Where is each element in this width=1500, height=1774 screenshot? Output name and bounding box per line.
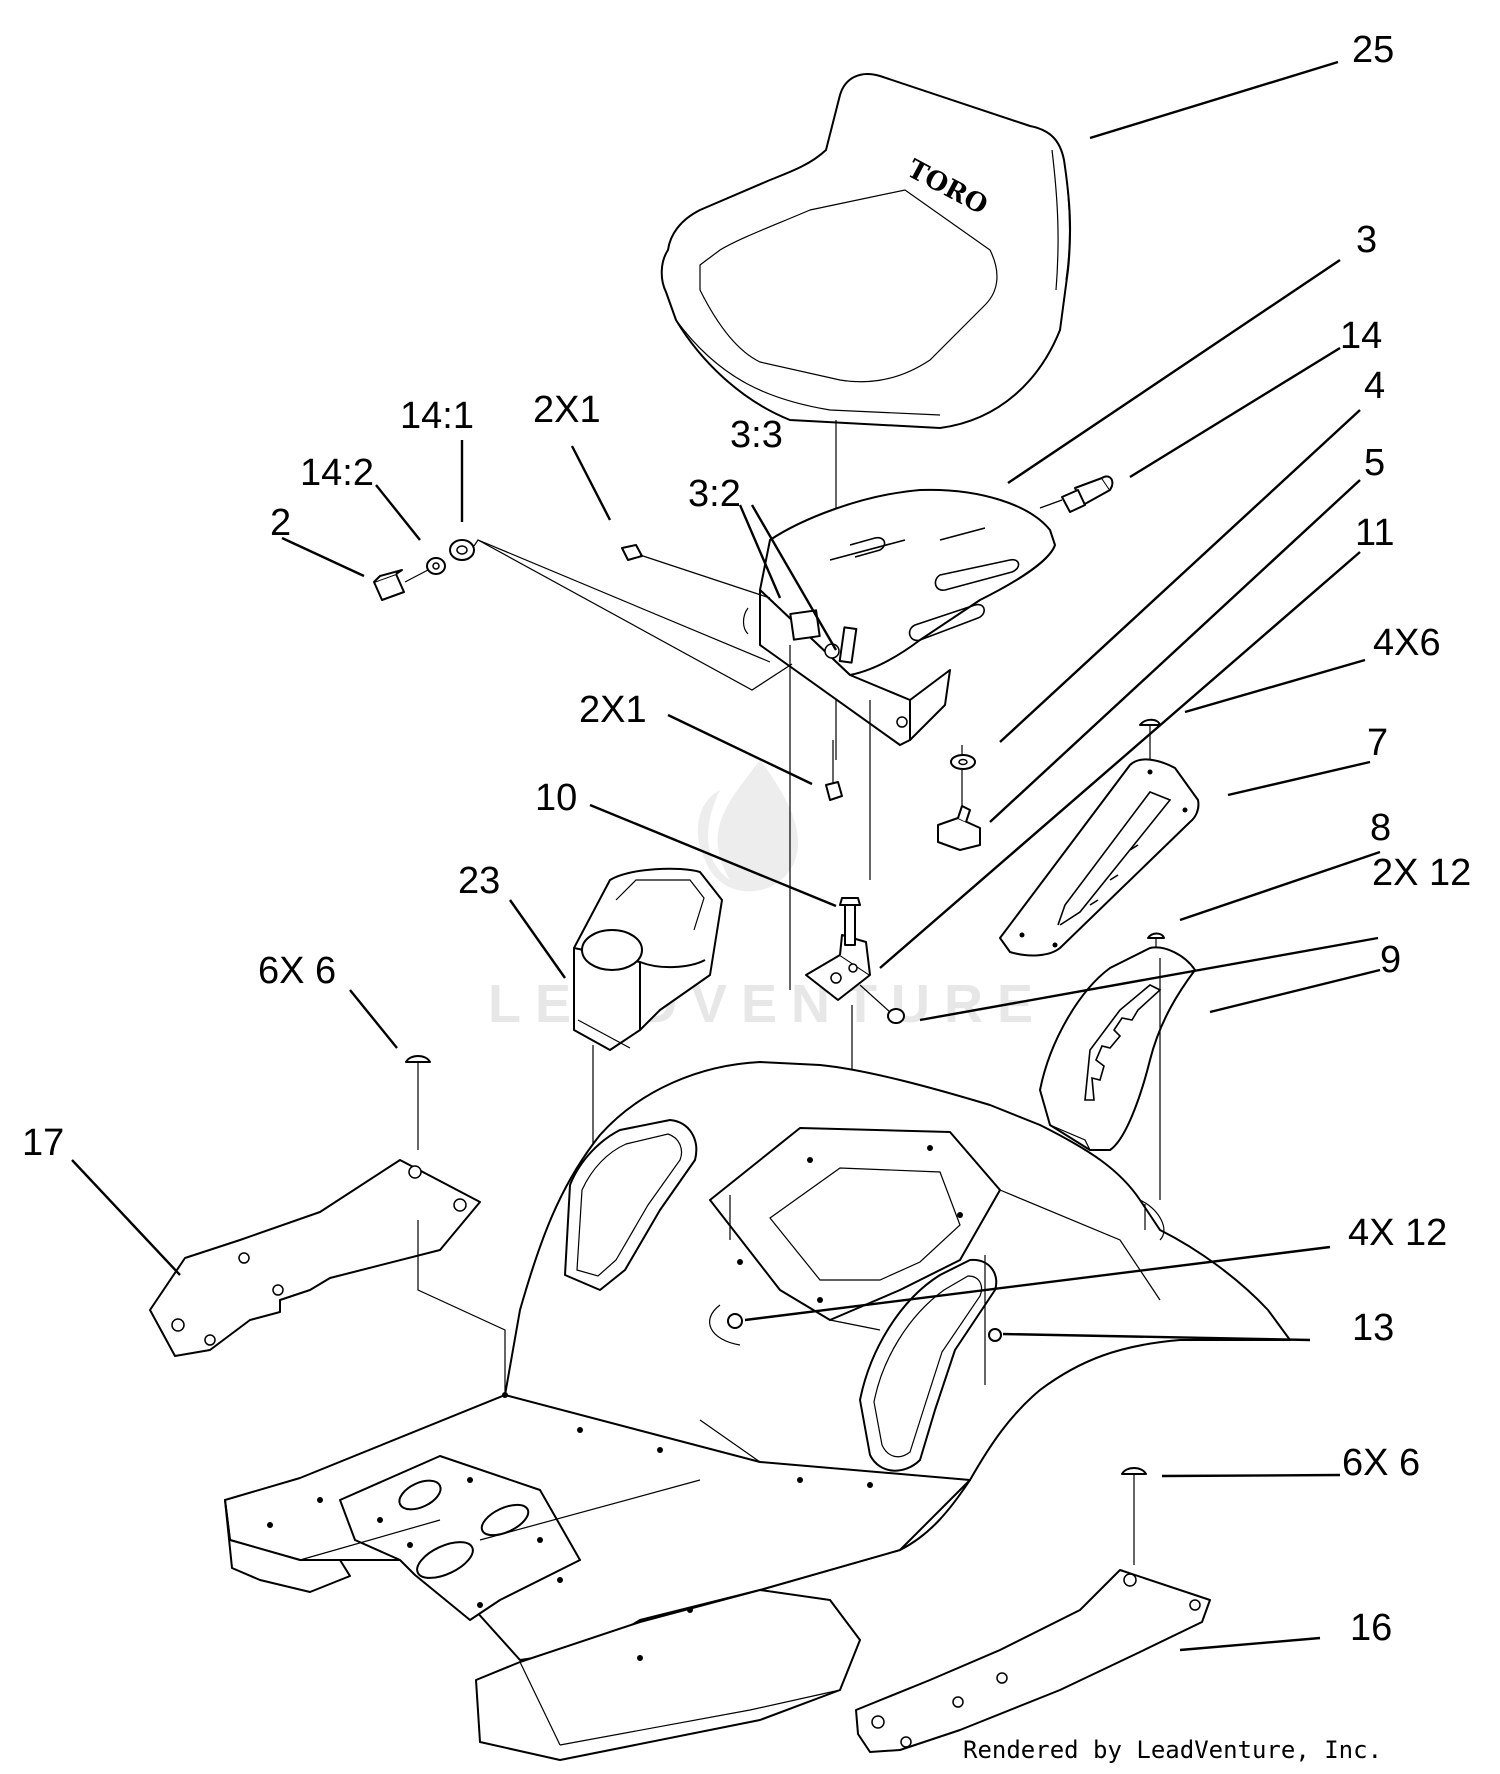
label-4x6: 4X6	[1373, 622, 1441, 664]
washer-part-14-1	[449, 539, 475, 561]
label-14: 14	[1340, 315, 1382, 357]
label-13: 13	[1352, 1307, 1394, 1349]
label-5: 5	[1364, 442, 1385, 484]
label-2x1-lower: 2X1	[579, 689, 647, 731]
label-8: 8	[1370, 807, 1391, 849]
fender-frame-body	[224, 1061, 1291, 1761]
render-credit: Rendered by LeadVenture, Inc.	[963, 1736, 1382, 1764]
bolt-part-2x1-upper	[621, 544, 771, 599]
part-labels: 25 3 14 4 5 11 4X6 7 8 2X 12 9 2X1 2X1 3…	[22, 29, 1471, 1649]
label-2: 2	[270, 502, 291, 544]
plate-part-7	[999, 758, 1200, 957]
nut-part-2x12	[887, 1008, 905, 1024]
label-2x12: 2X 12	[1372, 852, 1471, 894]
label-4: 4	[1364, 365, 1385, 407]
clip-part-13	[988, 1328, 1002, 1342]
bolt-part-10	[839, 897, 861, 946]
cup-holder-part-23	[573, 867, 723, 1051]
label-23: 23	[458, 860, 500, 902]
label-10: 10	[535, 777, 577, 819]
watermark-flame-icon	[697, 760, 799, 892]
plate-part-9	[1039, 946, 1196, 1151]
label-4x12: 4X 12	[1348, 1212, 1447, 1254]
label-14-2: 14:2	[300, 452, 374, 494]
seat-plate-part-3	[742, 488, 1056, 746]
bracket-part-2	[373, 569, 405, 601]
leader-lines	[71, 60, 1381, 1652]
label-2x1-upper: 2X1	[533, 389, 601, 431]
label-6x6-right: 6X 6	[1342, 1442, 1420, 1484]
knob-part-5	[937, 805, 981, 851]
label-3: 3	[1356, 219, 1377, 261]
knob-part-14	[1039, 475, 1114, 513]
bolt-part-2x1-lower	[825, 740, 843, 801]
label-3-3: 3:3	[730, 414, 783, 456]
label-3-2: 3:2	[688, 473, 741, 515]
seat-part-25: TORO	[660, 73, 1072, 429]
plate-part-16	[855, 1569, 1211, 1753]
plate-part-17	[149, 1159, 481, 1357]
label-25: 25	[1352, 29, 1394, 71]
washer-part-4	[950, 754, 976, 770]
cap-screw-part-6x6-left	[405, 1055, 431, 1150]
label-14-1: 14:1	[400, 395, 474, 437]
fastener-part-8	[1147, 932, 1165, 955]
cap-screw-part-6x6-right	[1121, 1467, 1147, 1565]
label-16: 16	[1350, 1607, 1392, 1649]
washer-part-14-2	[426, 557, 446, 575]
watermark-text: LEADVENTURE	[488, 974, 1047, 1034]
label-7: 7	[1367, 722, 1388, 764]
screw-part-4x12	[709, 1304, 743, 1346]
label-9: 9	[1380, 939, 1401, 981]
label-6x6-left: 6X 6	[258, 950, 336, 992]
label-11: 11	[1355, 512, 1394, 554]
label-17: 17	[22, 1122, 64, 1164]
